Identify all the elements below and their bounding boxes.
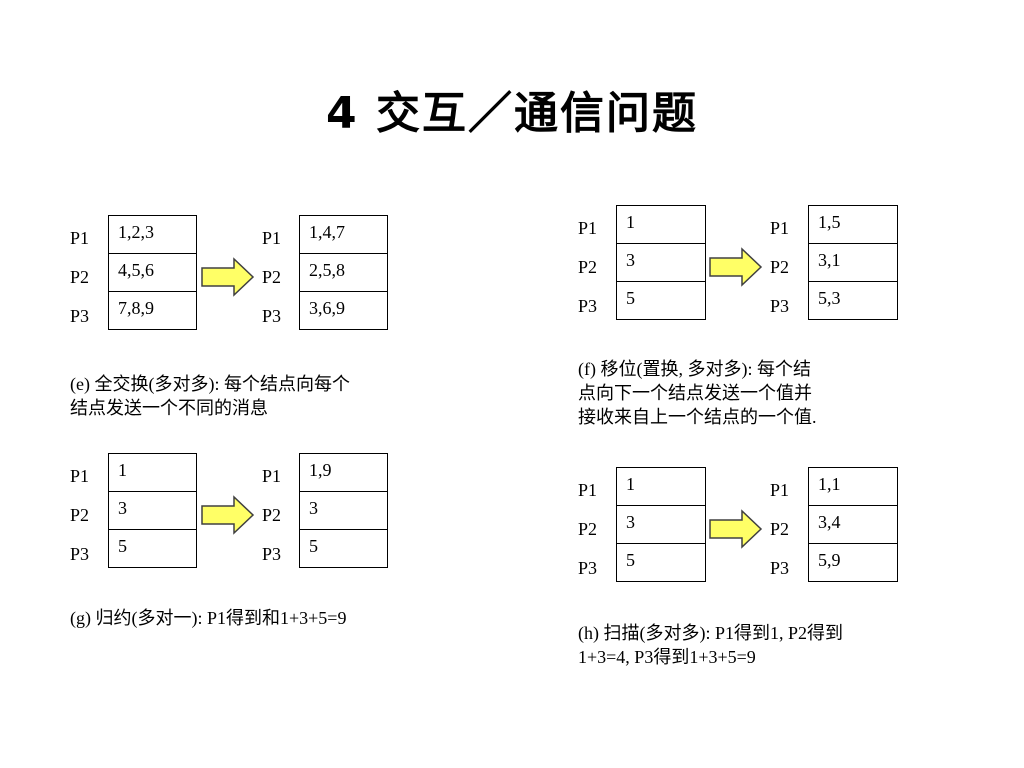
process-label: P3 bbox=[578, 558, 598, 578]
caption-line: (g) 归约(多对一): P1得到和1+3+5=9 bbox=[70, 608, 347, 628]
process-label: P2 bbox=[578, 257, 598, 277]
process-label: P2 bbox=[70, 505, 90, 525]
right-arrow-icon bbox=[709, 509, 763, 549]
data-cell: 1,1 bbox=[808, 467, 898, 506]
data-cell: 1,5 bbox=[808, 205, 898, 244]
process-label: P1 bbox=[578, 480, 598, 500]
data-cell: 3 bbox=[616, 505, 706, 544]
caption-e: (e) 全交换(多对多): 每个结点向每个 结点发送一个不同的消息 bbox=[70, 372, 450, 420]
caption-line: 接收来自上一个结点的一个值. bbox=[578, 407, 817, 427]
caption-line: (e) 全交换(多对多): 每个结点向每个 bbox=[70, 374, 350, 394]
data-cell: 1,4,7 bbox=[299, 215, 388, 254]
caption-line: 1+3=4, P3得到1+3+5=9 bbox=[578, 647, 756, 667]
data-cell: 3 bbox=[299, 491, 388, 530]
caption-line: 结点发送一个不同的消息 bbox=[70, 398, 268, 418]
process-label: P1 bbox=[262, 466, 282, 486]
process-label: P2 bbox=[262, 267, 282, 287]
right-arrow-icon bbox=[201, 495, 255, 535]
process-label: P3 bbox=[578, 296, 598, 316]
data-cell: 5 bbox=[616, 281, 706, 320]
caption-g: (g) 归约(多对一): P1得到和1+3+5=9 bbox=[70, 606, 490, 630]
process-label: P2 bbox=[70, 267, 90, 287]
process-label: P3 bbox=[70, 544, 90, 564]
caption-f: (f) 移位(置换, 多对多): 每个结 点向下一个结点发送一个值并 接收来自上… bbox=[578, 357, 938, 429]
process-label: P1 bbox=[70, 466, 90, 486]
data-cell: 1 bbox=[616, 205, 706, 244]
data-cell: 1 bbox=[108, 453, 197, 492]
process-label: P3 bbox=[770, 296, 790, 316]
caption-line: (f) 移位(置换, 多对多): 每个结 bbox=[578, 359, 811, 379]
right-arrow-icon bbox=[201, 257, 255, 297]
process-label: P2 bbox=[578, 519, 598, 539]
data-cell: 3 bbox=[616, 243, 706, 282]
data-cell: 3,6,9 bbox=[299, 291, 388, 330]
caption-line: (h) 扫描(多对多): P1得到1, P2得到 bbox=[578, 623, 843, 643]
data-cell: 2,5,8 bbox=[299, 253, 388, 292]
process-label: P1 bbox=[70, 228, 90, 248]
process-label: P2 bbox=[770, 519, 790, 539]
data-cell: 7,8,9 bbox=[108, 291, 197, 330]
process-label: P3 bbox=[70, 306, 90, 326]
caption-h: (h) 扫描(多对多): P1得到1, P2得到 1+3=4, P3得到1+3+… bbox=[578, 621, 958, 669]
process-label: P2 bbox=[262, 505, 282, 525]
process-label: P3 bbox=[262, 306, 282, 326]
data-cell: 5 bbox=[108, 529, 197, 568]
data-cell: 5,3 bbox=[808, 281, 898, 320]
data-cell: 5 bbox=[299, 529, 388, 568]
data-cell: 4,5,6 bbox=[108, 253, 197, 292]
process-label: P3 bbox=[262, 544, 282, 564]
process-label: P2 bbox=[770, 257, 790, 277]
data-cell: 3,4 bbox=[808, 505, 898, 544]
process-label: P1 bbox=[770, 218, 790, 238]
process-label: P1 bbox=[770, 480, 790, 500]
process-label: P1 bbox=[262, 228, 282, 248]
data-cell: 5 bbox=[616, 543, 706, 582]
data-cell: 3,1 bbox=[808, 243, 898, 282]
process-label: P3 bbox=[770, 558, 790, 578]
data-cell: 5,9 bbox=[808, 543, 898, 582]
data-cell: 1 bbox=[616, 467, 706, 506]
slide-title: 4 交互／通信问题 bbox=[326, 88, 698, 139]
data-cell: 3 bbox=[108, 491, 197, 530]
caption-line: 点向下一个结点发送一个值并 bbox=[578, 383, 812, 403]
right-arrow-icon bbox=[709, 247, 763, 287]
process-label: P1 bbox=[578, 218, 598, 238]
data-cell: 1,2,3 bbox=[108, 215, 197, 254]
data-cell: 1,9 bbox=[299, 453, 388, 492]
